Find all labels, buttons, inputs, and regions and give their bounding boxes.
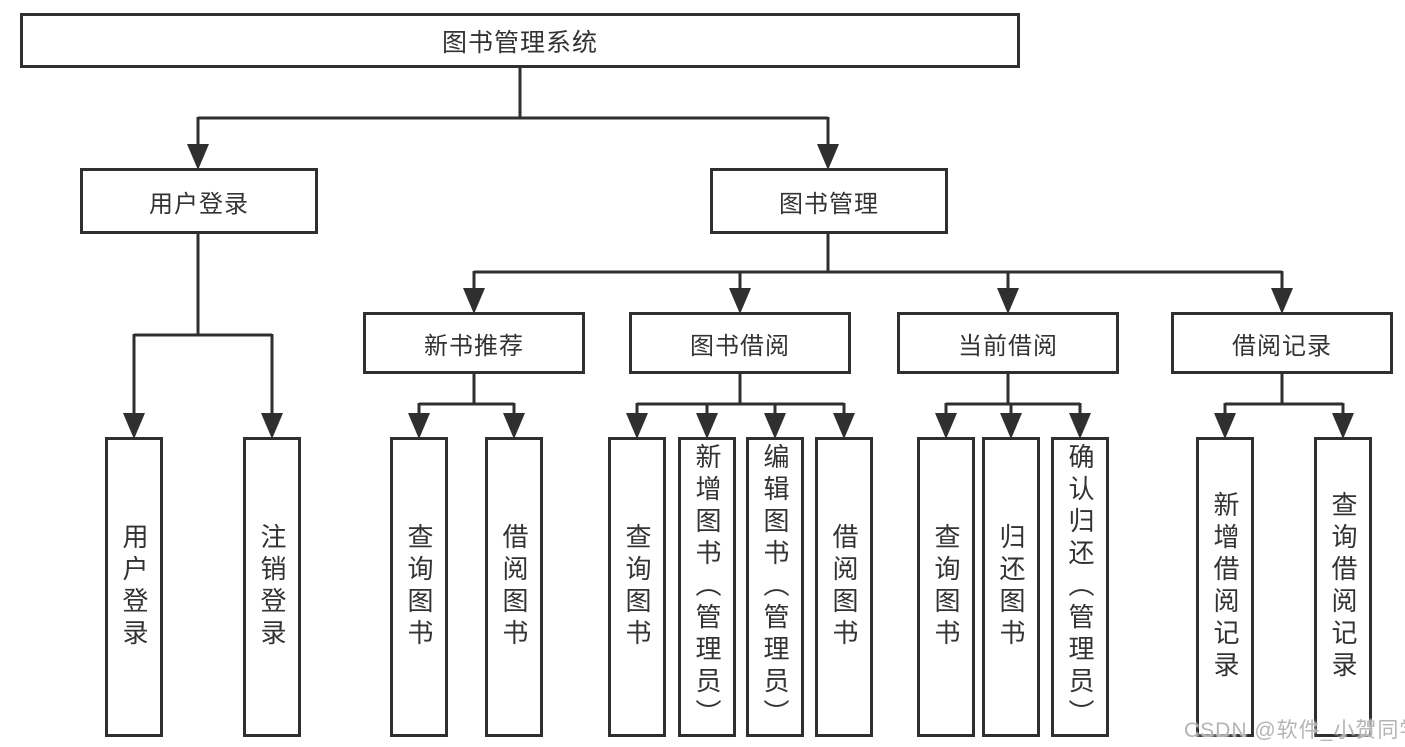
- node-new-book-recommend: 新书推荐: [363, 312, 585, 374]
- leaf-borrowing-borrow-books-label: 借阅图书: [829, 523, 859, 651]
- leaf-recommend-borrow-books: 借阅图书: [485, 437, 543, 737]
- node-library-system: 图书管理系统: [20, 13, 1020, 68]
- leaf-borrowing-edit-books-admin-label: 编辑图书（管理员）: [760, 443, 790, 731]
- leaf-records-query-record-label: 查询借阅记录: [1328, 491, 1358, 683]
- leaf-records-add-record: 新增借阅记录: [1196, 437, 1254, 737]
- leaf-recommend-query-books-label: 查询图书: [404, 523, 434, 651]
- leaf-records-add-record-label: 新增借阅记录: [1210, 491, 1240, 683]
- leaf-borrowing-borrow-books: 借阅图书: [815, 437, 873, 737]
- leaf-logout-login-label: 注销登录: [257, 523, 287, 651]
- node-book-borrowing: 图书借阅: [629, 312, 851, 374]
- leaf-current-confirm-return-admin-label: 确认归还（管理员）: [1065, 443, 1095, 731]
- node-borrowing-records: 借阅记录: [1171, 312, 1393, 374]
- leaf-user-login-label: 用户登录: [119, 523, 149, 651]
- leaf-user-login: 用户登录: [105, 437, 163, 737]
- node-book-management: 图书管理: [710, 168, 948, 234]
- leaf-borrowing-add-books-admin-label: 新增图书（管理员）: [692, 443, 722, 731]
- leaf-recommend-borrow-books-label: 借阅图书: [499, 523, 529, 651]
- leaf-borrowing-edit-books-admin: 编辑图书（管理员）: [746, 437, 804, 737]
- csdn-watermark: CSDN @软件_小贺同学: [1184, 719, 1405, 742]
- leaf-records-query-record: 查询借阅记录: [1314, 437, 1372, 737]
- leaf-current-confirm-return-admin: 确认归还（管理员）: [1051, 437, 1109, 737]
- leaf-current-query-books-label: 查询图书: [931, 523, 961, 651]
- leaf-logout-login: 注销登录: [243, 437, 301, 737]
- leaf-recommend-query-books: 查询图书: [390, 437, 448, 737]
- leaf-borrowing-query-books: 查询图书: [608, 437, 666, 737]
- node-user-login: 用户登录: [80, 168, 318, 234]
- leaf-current-query-books: 查询图书: [917, 437, 975, 737]
- leaf-current-return-books: 归还图书: [982, 437, 1040, 737]
- leaf-borrowing-query-books-label: 查询图书: [622, 523, 652, 651]
- leaf-current-return-books-label: 归还图书: [996, 523, 1026, 651]
- node-current-borrowing: 当前借阅: [897, 312, 1119, 374]
- leaf-borrowing-add-books-admin: 新增图书（管理员）: [678, 437, 736, 737]
